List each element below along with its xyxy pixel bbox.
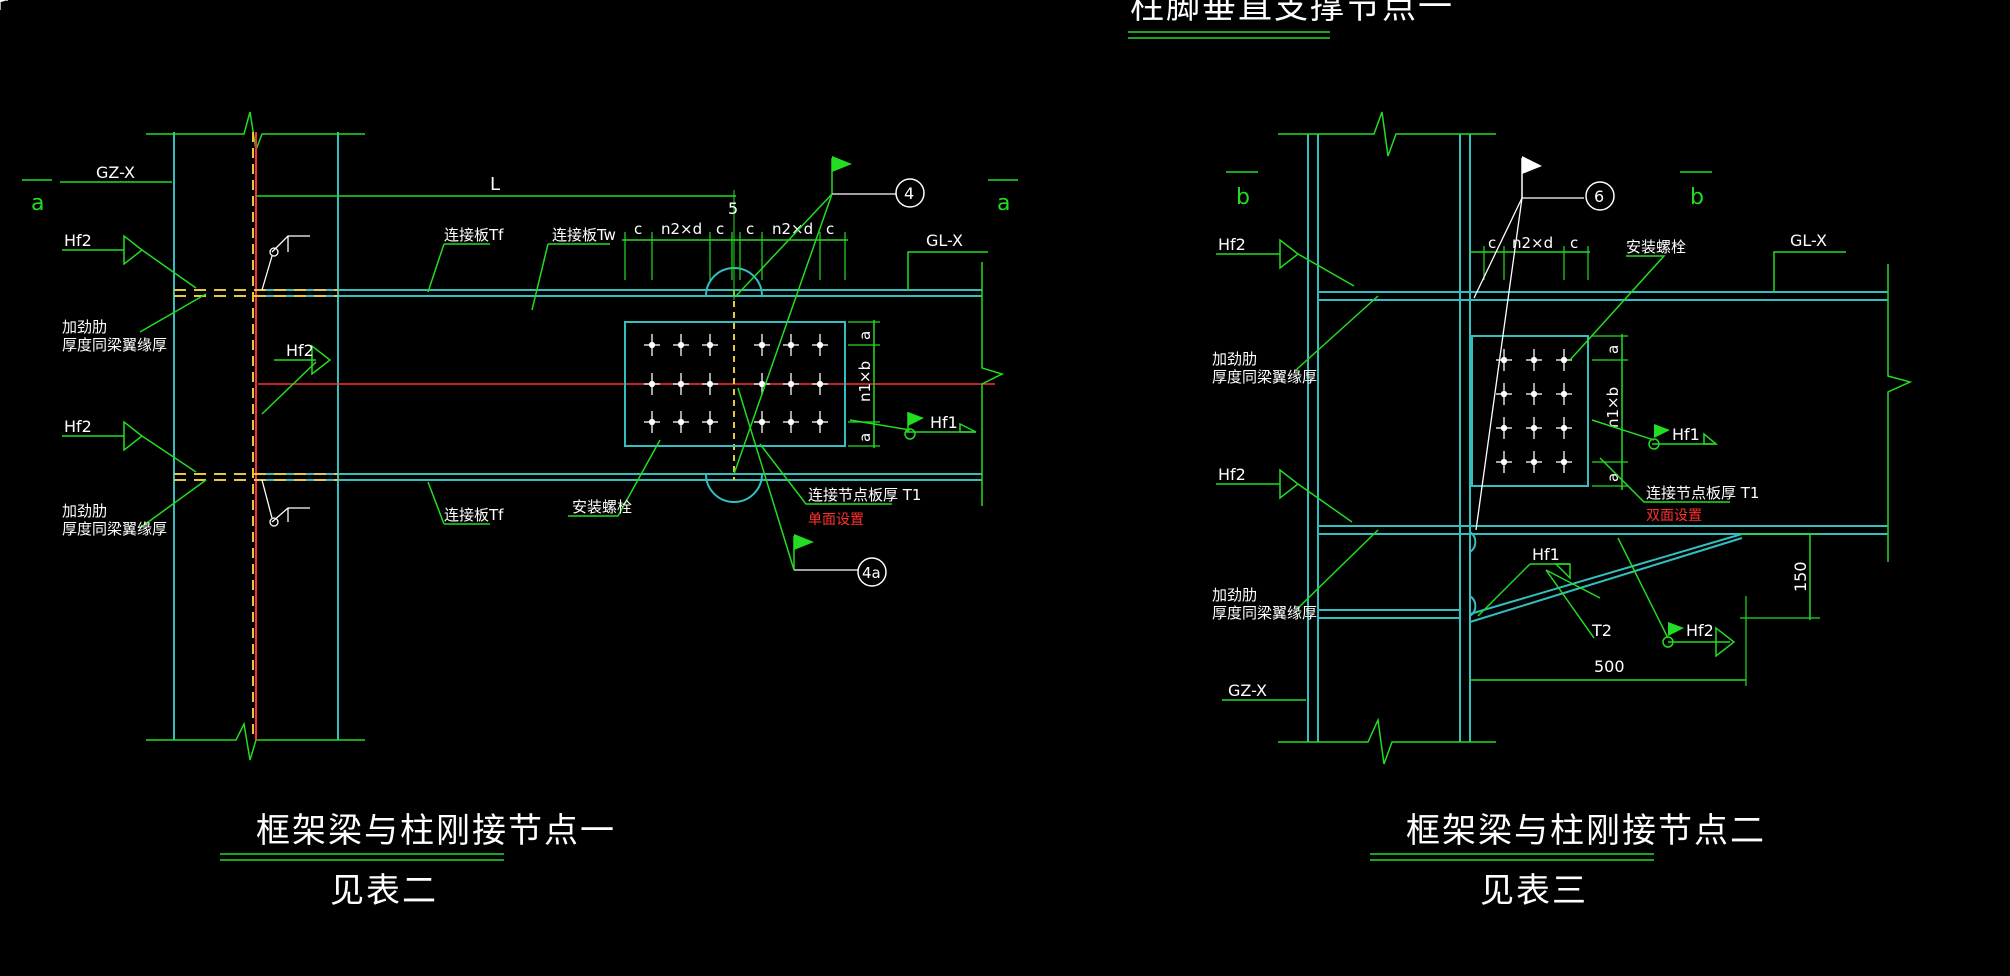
- detail1-dim-top-6: c: [826, 220, 834, 238]
- detail1-callout-4a: 4a: [737, 387, 887, 587]
- detail1-stiffener-label-1b: 厚度同梁翼缘厚: [62, 336, 167, 354]
- detail2-dim-side-3: a: [1604, 473, 1622, 482]
- detail1-bolt-label: 安装螺栓: [572, 498, 632, 516]
- detail1-dim-gap: 5: [728, 199, 738, 218]
- detail1-plate-tw: 连接板Tw: [552, 226, 616, 244]
- detail1-subtitle: 见表二: [330, 871, 438, 911]
- detail2-weld-hf1-lower: Hf1: [1532, 545, 1560, 564]
- detail2-column: [1307, 134, 1471, 742]
- detail2-stiffener-label-1a: 加劲肋: [1212, 350, 1257, 368]
- detail1-callout-4a-text: 4a: [862, 564, 881, 582]
- detail2-weld-hf2-lower: Hf2: [1218, 465, 1246, 484]
- detail2-weld-hf2-upper: Hf2: [1218, 235, 1246, 254]
- detail2-beam-label: GL-X: [1790, 231, 1827, 250]
- detail2-title: 框架梁与柱刚接节点二: [1406, 811, 1766, 851]
- detail1-note-red: 单面设置: [808, 512, 864, 528]
- detail2-dim-side-2: n1×b: [1604, 387, 1622, 428]
- detail2-subtitle: 见表三: [1480, 871, 1588, 911]
- detail1-bolt-group: [0, 0, 8, 10]
- detail2-haunch: [1469, 533, 1743, 623]
- detail2-note-red: 双面设置: [1646, 508, 1702, 524]
- detail2-stiffener-label-2b: 厚度同梁翼缘厚: [1212, 604, 1317, 622]
- detail1-column-label: GZ-X: [96, 163, 135, 182]
- detail1-beam-label: GL-X: [926, 231, 963, 250]
- detail1-dim-length: L: [490, 174, 500, 195]
- detail2-stiffener-label-1b: 厚度同梁翼缘厚: [1212, 368, 1317, 386]
- detail1-weld-hf1: Hf1: [930, 413, 958, 432]
- detail1-dim-side-1: a: [856, 331, 874, 340]
- detail2-section-mark-right: b: [1690, 185, 1704, 210]
- detail1-stiffener-label-2a: 加劲肋: [62, 502, 107, 520]
- detail1-plate-tf-bottom: 连接板Tf: [444, 506, 504, 524]
- detail1-weld-hf2-lower: Hf2: [64, 417, 92, 436]
- detail2-weld-hf2-haunch: Hf2: [1686, 621, 1714, 640]
- detail1-plate-t1: 连接节点板厚 T1: [808, 486, 921, 504]
- detail2-dim-top-1: c: [1488, 234, 1496, 252]
- detail1-dim-side-3: a: [856, 433, 874, 442]
- detail1-dim-side-2: n1×b: [856, 361, 874, 402]
- detail2-stiffener-label-2a: 加劲肋: [1212, 586, 1257, 604]
- detail2-bolt-group: [1496, 349, 1572, 473]
- detail1-dim-top-3: c: [716, 220, 724, 238]
- detail1-plate-tf-top: 连接板Tf: [444, 226, 504, 244]
- top-title-group: 柱脚垂直支撑节点一: [1128, 0, 1454, 39]
- detail2-dim-top-2: n2×d: [1512, 234, 1553, 252]
- detail2-dim-150: 150: [1791, 561, 1810, 592]
- detail2-callout-6-text: 6: [1594, 187, 1604, 206]
- detail1-dim-top-4: c: [746, 220, 754, 238]
- detail1-splice-plate: [624, 321, 846, 447]
- detail2-dim-500: 500: [1594, 657, 1625, 676]
- detail1-stiffener-label-2b: 厚度同梁翼缘厚: [62, 520, 167, 538]
- detail1-dim-top-1: c: [634, 220, 642, 238]
- detail1-column: [173, 132, 339, 740]
- detail1-section-mark-right: a: [997, 191, 1010, 216]
- detail2-column-label: GZ-X: [1228, 681, 1267, 700]
- detail1-section-mark-left: a: [31, 191, 44, 216]
- detail1-callout-4-text: 4: [904, 184, 914, 203]
- detail2-plate-t1: 连接节点板厚 T1: [1646, 484, 1759, 502]
- detail-2: b b Hf2 Hf2 加劲肋 厚度同梁翼缘厚 加劲肋 厚度同梁翼缘厚 GZ-X…: [1212, 111, 1913, 911]
- detail1-title: 框架梁与柱刚接节点一: [256, 811, 616, 851]
- detail1-weld-hf2-upper: Hf2: [64, 231, 92, 250]
- top-title: 柱脚垂直支撑节点一: [1130, 0, 1454, 27]
- detail1-beam: [258, 289, 982, 481]
- detail2-dim-top-3: c: [1570, 234, 1578, 252]
- detail2-plate-t2: T2: [1591, 621, 1612, 640]
- detail1-weld-hf2-mid: Hf2: [286, 341, 314, 360]
- detail2-weld-hf1-upper: Hf1: [1672, 425, 1700, 444]
- detail1-stiffener-label-1a: 加劲肋: [62, 318, 107, 336]
- detail1-dim-top-2: n2×d: [661, 220, 702, 238]
- detail-1: a a GZ-X L 5 c n2×d c c n2×d c a n1×b: [0, 0, 1018, 911]
- detail2-bolt-label: 安装螺栓: [1626, 238, 1686, 256]
- detail2-dim-side-1: a: [1604, 345, 1622, 354]
- detail2-callout-6: 6: [1473, 156, 1615, 531]
- detail2-shear-plate: [1471, 335, 1589, 487]
- detail2-section-mark-left: b: [1236, 185, 1250, 210]
